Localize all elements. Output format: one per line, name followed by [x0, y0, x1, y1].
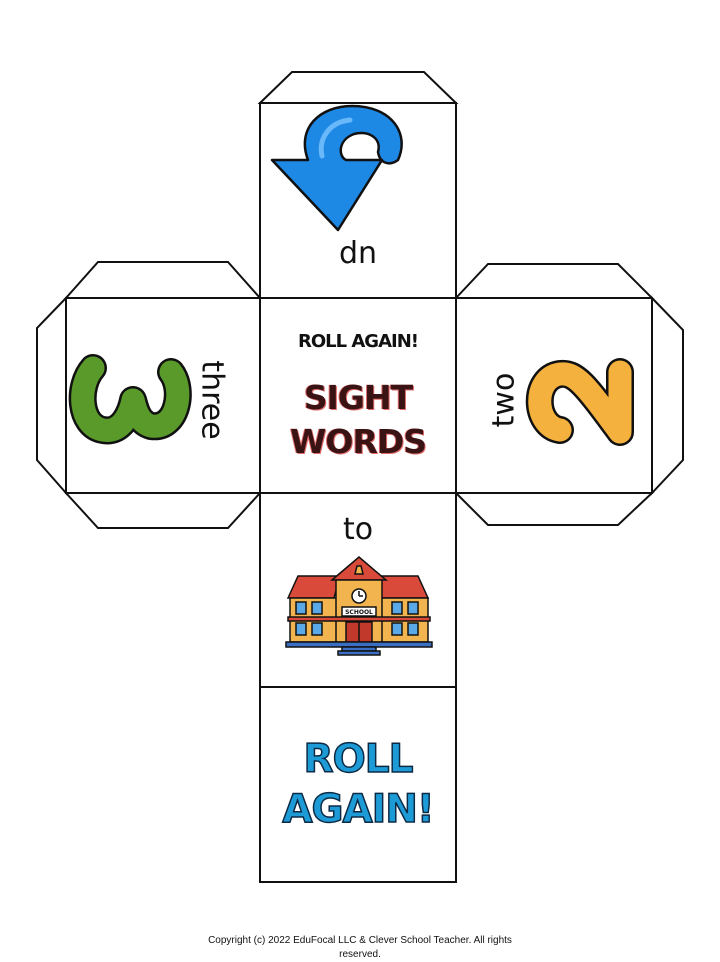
bottom-face-word: to — [342, 512, 374, 547]
left-bottom-tab — [63, 492, 263, 529]
number-2-icon — [525, 358, 634, 446]
right-top-tab — [453, 263, 655, 299]
roll-again-face: ROLL AGAIN! — [262, 735, 454, 835]
sight-words-line-2: WORDS — [289, 422, 427, 461]
roll-again-line-2: AGAIN! — [282, 786, 436, 833]
sight-words-title: SIGHT WORDS — [262, 376, 454, 464]
number-3-icon — [68, 354, 192, 445]
right-side-tab — [651, 295, 684, 496]
copyright-notice: Copyright (c) 2022 EduFocal LLC & Clever… — [208, 935, 512, 960]
left-face-word: three — [194, 360, 230, 440]
sight-words-line-1: SIGHT — [303, 378, 413, 417]
top-face-word: dn — [338, 236, 378, 271]
right-bottom-tab — [453, 492, 655, 526]
top-tab — [257, 71, 459, 104]
right-face-word: two — [486, 372, 522, 428]
school-building-icon — [285, 556, 433, 656]
curved-down-arrow-icon — [270, 104, 403, 232]
roll-again-line-1: ROLL — [303, 736, 414, 783]
left-top-tab — [63, 261, 263, 299]
left-side-tab — [36, 295, 67, 496]
center-roll-again-label: ROLL AGAIN! — [298, 331, 419, 352]
school-sign-label: SCHOOL — [345, 609, 373, 616]
